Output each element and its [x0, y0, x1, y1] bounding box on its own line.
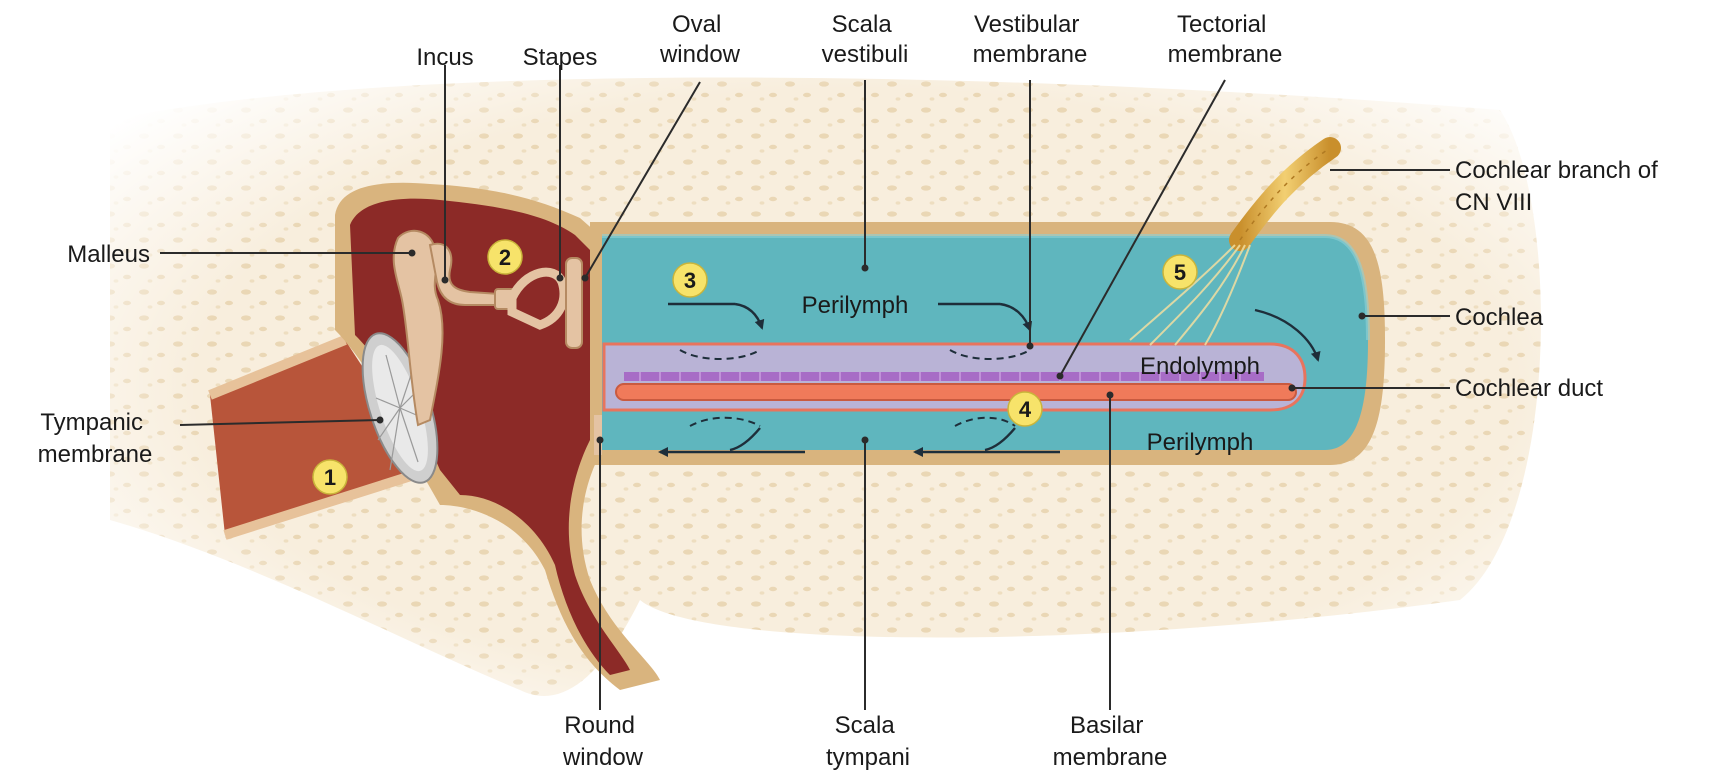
- svg-text:2: 2: [499, 245, 511, 270]
- basilar-membrane-shape: [616, 384, 1296, 400]
- step-badge-5: 5: [1163, 255, 1197, 289]
- incus-label: Incus: [416, 44, 473, 71]
- cochlea-label: Cochlea: [1455, 304, 1544, 331]
- step-badge-2: 2: [488, 240, 522, 274]
- cochlear-duct-label: Cochlear duct: [1455, 375, 1603, 402]
- perilymph-upper-label: Perilymph: [802, 292, 909, 319]
- svg-text:4: 4: [1019, 397, 1032, 422]
- svg-text:3: 3: [684, 268, 696, 293]
- step-badge-1: 1: [313, 460, 347, 494]
- stapes-footplate: [566, 258, 582, 348]
- endolymph-label: Endolymph: [1140, 353, 1260, 380]
- step-badge-4: 4: [1008, 392, 1042, 426]
- stapes-label: Stapes: [523, 44, 598, 71]
- svg-text:5: 5: [1174, 260, 1186, 285]
- malleus-label: Malleus: [67, 241, 150, 268]
- step-badge-3: 3: [673, 263, 707, 297]
- svg-text:1: 1: [324, 465, 336, 490]
- perilymph-lower-label: Perilymph: [1147, 429, 1254, 456]
